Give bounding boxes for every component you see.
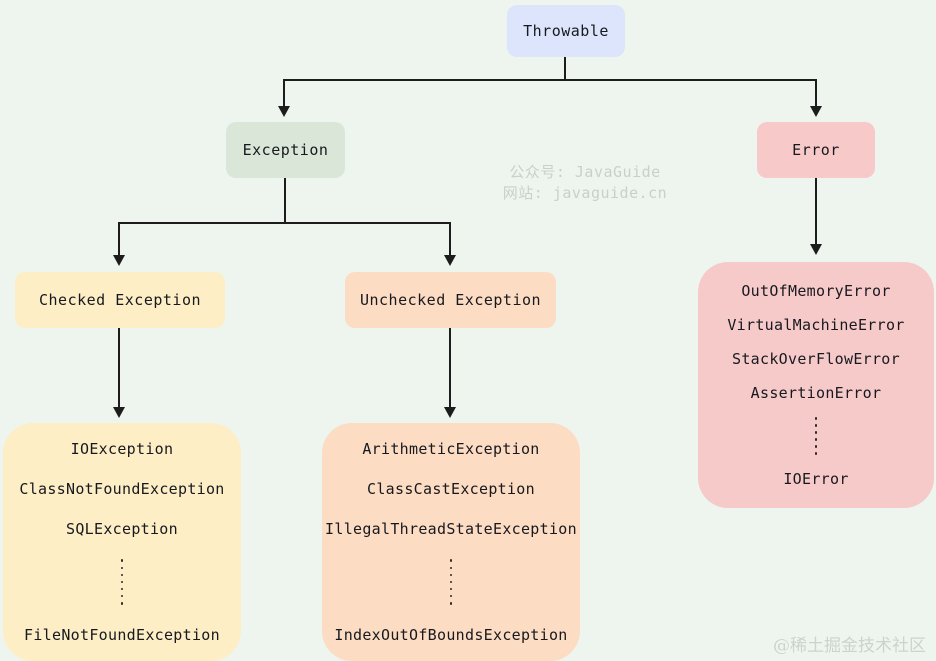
watermark-line1: 公众号: JavaGuide — [509, 163, 661, 181]
connector-throwable-stem — [564, 57, 566, 80]
arrowhead-checked-list — [113, 407, 125, 418]
list-item: AssertionError — [750, 383, 882, 402]
connector-level1-horizontal — [283, 79, 817, 81]
node-throwable-label: Throwable — [523, 22, 609, 40]
node-unchecked-exception: Unchecked Exception — [345, 272, 556, 328]
node-error: Error — [757, 122, 875, 178]
node-throwable: Throwable — [507, 5, 625, 57]
connector-to-checked — [118, 223, 120, 256]
connector-to-exception — [283, 80, 285, 107]
arrowhead-unchecked-list — [444, 407, 456, 418]
checked-exception-examples: IOException ClassNotFoundException SQLEx… — [3, 423, 241, 661]
vertical-ellipsis-icon — [120, 559, 124, 605]
node-checked-exception-label: Checked Exception — [38, 291, 202, 309]
list-item: IndexOutOfBoundsException — [334, 625, 568, 644]
arrowhead-to-exception — [278, 106, 290, 117]
error-examples: OutOfMemoryError VirtualMachineError Sta… — [698, 262, 934, 508]
arrowhead-error-list — [810, 244, 822, 255]
node-exception-label: Exception — [242, 141, 329, 159]
list-item: OutOfMemoryError — [741, 281, 891, 300]
connector-exception-stem — [284, 178, 286, 224]
list-item: IOException — [70, 440, 174, 459]
list-item: VirtualMachineError — [727, 315, 905, 334]
node-exception: Exception — [226, 122, 345, 178]
list-item: SQLException — [66, 520, 178, 539]
connector-checked-to-list — [118, 328, 120, 408]
node-checked-exception: Checked Exception — [15, 272, 225, 328]
connector-unchecked-to-list — [449, 328, 451, 408]
node-unchecked-exception-label: Unchecked Exception — [359, 291, 542, 309]
vertical-ellipsis-icon — [814, 416, 818, 456]
list-item: ClassNotFoundException — [19, 480, 225, 499]
unchecked-exception-examples: ArithmeticException ClassCastException I… — [322, 423, 580, 661]
connector-to-error — [815, 80, 817, 107]
watermark-javaguide: 公众号: JavaGuide 网站: javaguide.cn — [500, 162, 670, 204]
connector-level2-horizontal — [118, 222, 451, 224]
list-item: IllegalThreadStateException — [325, 520, 577, 539]
arrowhead-to-checked — [113, 255, 125, 266]
list-item: FileNotFoundException — [24, 625, 220, 644]
list-item: StackOverFlowError — [732, 349, 900, 368]
list-item: ArithmeticException — [362, 440, 540, 459]
list-item: ClassCastException — [367, 480, 535, 499]
connector-to-unchecked — [449, 223, 451, 256]
arrowhead-to-error — [810, 106, 822, 117]
watermark-juejin-credit: @稀土掘金技术社区 — [773, 636, 926, 656]
connector-error-to-list — [815, 178, 817, 245]
arrowhead-to-unchecked — [444, 255, 456, 266]
node-error-label: Error — [792, 141, 840, 159]
vertical-ellipsis-icon — [449, 559, 453, 605]
watermark-line2: 网站: javaguide.cn — [502, 184, 668, 202]
list-item: IOError — [783, 470, 849, 489]
